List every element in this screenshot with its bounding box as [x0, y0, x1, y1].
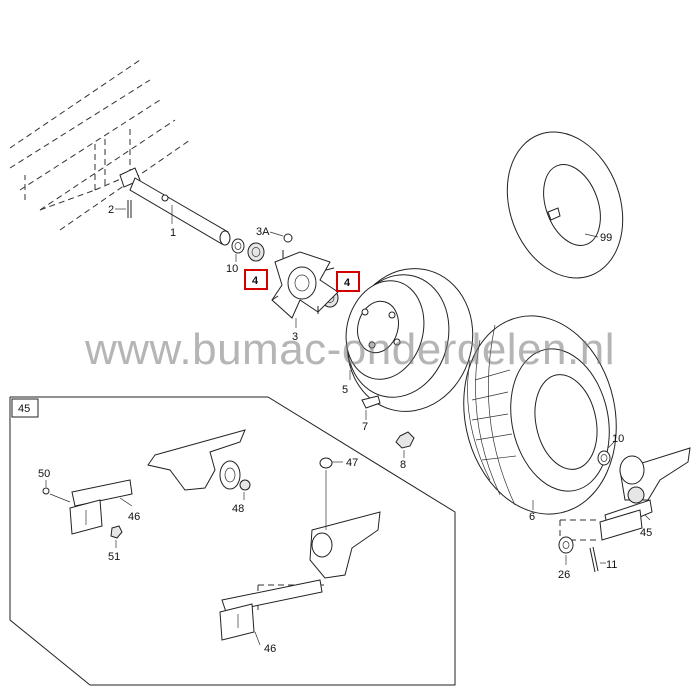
callout-11: 11: [606, 559, 617, 571]
grease-nipple: [269, 231, 293, 243]
right-caster-assembly: [558, 439, 691, 573]
inset-bracket-parts: [42, 429, 381, 646]
callout-10-left: 10: [226, 263, 238, 275]
callout-50: 50: [38, 468, 50, 480]
callout-48: 48: [232, 503, 244, 515]
callout-8: 8: [400, 459, 406, 471]
callout-46-bottom: 46: [264, 643, 276, 655]
washer-part: [231, 238, 245, 262]
hub-part: [271, 250, 339, 328]
callout-4-left: 4: [252, 275, 259, 287]
callout-99: 99: [600, 232, 612, 244]
callout-47: 47: [346, 457, 358, 469]
tyre-valve: [361, 395, 381, 420]
inset-box: [9, 396, 456, 686]
callout-7: 7: [362, 421, 368, 433]
callout-51: 51: [108, 551, 120, 563]
wheel-rim: [345, 268, 474, 412]
highlight-box-right: [336, 271, 360, 292]
wheel-nut: [395, 431, 415, 458]
tyre: [463, 315, 617, 515]
pin-part: [115, 200, 132, 218]
callout-45-box: 45: [18, 403, 30, 415]
callout-3a: 3A: [256, 226, 270, 238]
callout-6: 6: [529, 511, 535, 523]
callout-26: 26: [558, 569, 570, 581]
callout-2: 2: [108, 204, 114, 216]
inner-tube: [506, 131, 624, 279]
callout-46-top: 46: [128, 511, 140, 523]
highlight-box-left: [244, 269, 268, 290]
axle-shaft: [119, 167, 231, 246]
callout-4-right: 4: [344, 277, 351, 289]
callout-1: 1: [170, 227, 176, 239]
callout-5: 5: [342, 384, 348, 396]
callout-3: 3: [292, 331, 298, 343]
callout-45-right: 45: [640, 527, 652, 539]
callout-10-right: 10: [612, 433, 624, 445]
